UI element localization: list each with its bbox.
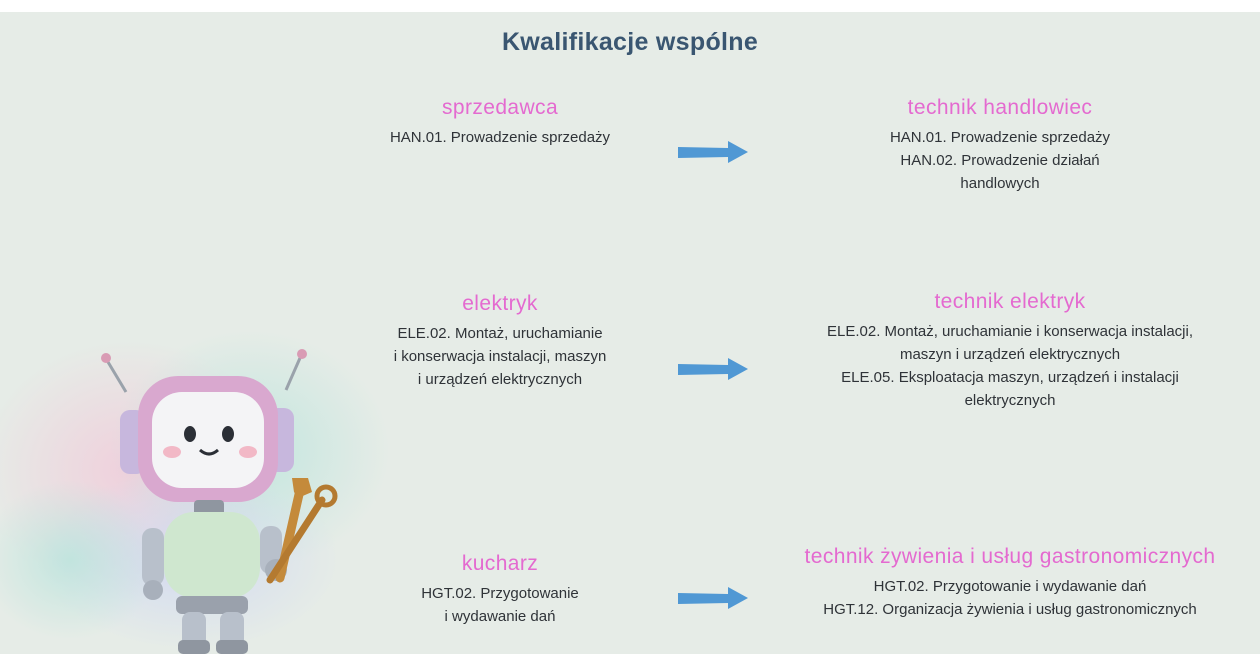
qualification-line: ELE.02. Montaż, uruchamianie i konserwac…	[826, 323, 1193, 340]
profession-name: technik elektryk	[934, 290, 1086, 313]
arrow-right-icon	[678, 141, 748, 163]
page-title: Kwalifikacje wspólne	[501, 28, 759, 56]
right-block-row-2: technik elektryk ELE.02. Montaż, urucham…	[770, 290, 1250, 412]
qualification-line: i wydawanie dań	[444, 608, 556, 625]
qualification-line: i urządzeń elektrycznych	[417, 371, 583, 388]
profession-name: kucharz	[461, 552, 539, 575]
left-block-row-2: elektryk ELE.02. Montaż, uruchamianie i …	[335, 292, 665, 391]
right-block-row-1: technik handlowiec HAN.01. Prowadzenie s…	[800, 96, 1200, 195]
right-block-row-3: technik żywienia i usług gastronomicznyc…	[770, 545, 1250, 621]
top-band	[0, 0, 1260, 12]
qualification-line: handlowych	[960, 175, 1040, 192]
qualification-line: HGT.02. Przygotowanie i wydawanie dań	[873, 578, 1147, 595]
arrow-right-icon	[678, 358, 748, 380]
qualification-line: elektrycznych	[964, 392, 1056, 409]
qualification-line: ELE.02. Montaż, uruchamianie	[397, 325, 603, 342]
profession-name: technik żywienia i usług gastronomicznyc…	[804, 545, 1216, 568]
qualification-line: HAN.02. Prowadzenie działań	[900, 152, 1100, 169]
qualification-line: maszyn i urządzeń elektrycznych	[899, 346, 1121, 363]
qualification-line: HAN.01. Prowadzenie sprzedaży	[889, 129, 1111, 146]
profession-name: sprzedawca	[441, 96, 559, 119]
left-block-row-3: kucharz HGT.02. Przygotowanie i wydawani…	[335, 552, 665, 628]
arrow-right-icon	[678, 587, 748, 609]
left-block-row-1: sprzedawca HAN.01. Prowadzenie sprzedaży	[335, 96, 665, 149]
robot-illustration	[0, 330, 390, 654]
profession-name: elektryk	[462, 292, 538, 315]
qualification-line: HAN.01. Prowadzenie sprzedaży	[389, 129, 611, 146]
qualification-line: i konserwacja instalacji, maszyn	[393, 348, 607, 365]
qualification-line: ELE.05. Eksploatacja maszyn, urządzeń i …	[841, 369, 1179, 386]
qualification-line: HGT.02. Przygotowanie	[421, 585, 579, 602]
qualification-line: HGT.12. Organizacja żywienia i usług gas…	[823, 601, 1197, 618]
profession-name: technik handlowiec	[907, 96, 1093, 119]
